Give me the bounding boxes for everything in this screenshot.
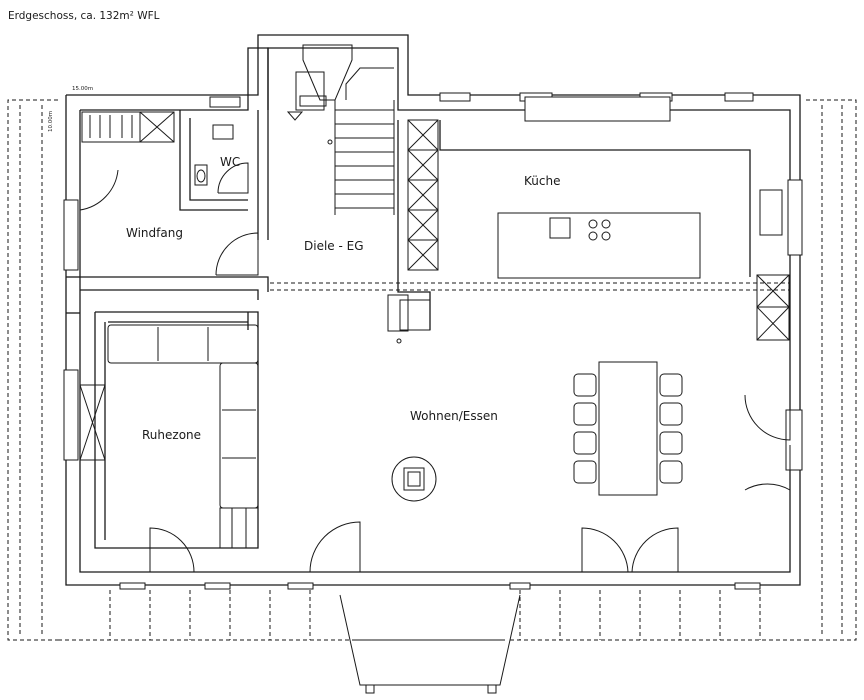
kitchen-island [497,212,701,279]
sofa [79,324,259,549]
windows [63,92,803,590]
width-dimension-label: 15.00m [72,86,93,92]
plan-caption: Erdgeschoss, ca. 132m² WFL [8,10,160,22]
roof-outline [7,99,857,641]
doors [79,162,791,573]
entrance-steps [339,594,521,694]
room-label-wohnen: Wohnen/Essen [410,409,498,423]
room-label-ruhezone: Ruhezone [142,428,201,442]
outer-walls [65,34,801,586]
kitchen-cabinets [387,119,790,341]
room-label-windfang: Windfang [126,226,183,240]
depth-dimension-label: 10.00m [48,111,54,132]
stove-icon [327,139,437,502]
wc-fixtures [194,124,234,186]
room-label-kueche: Küche [524,174,560,188]
interior-walls [80,110,751,549]
dining-table [573,361,683,496]
room-label-diele: Diele - EG [304,239,364,253]
wardrobe [81,111,175,143]
staircase [286,44,395,215]
room-label-wc: WC [220,155,240,169]
